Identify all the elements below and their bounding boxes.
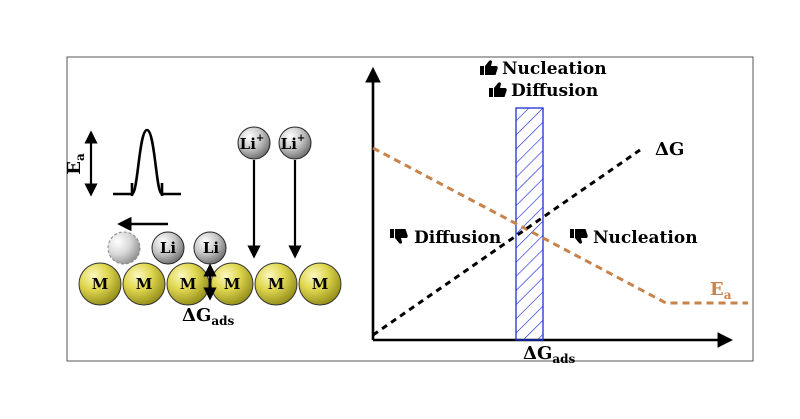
- li-ion-label: Li+: [281, 133, 306, 154]
- li-atom-label: Li: [160, 239, 177, 257]
- metal-atom: M: [122, 262, 166, 306]
- li-ion-label: Li+: [240, 133, 265, 154]
- thumbs-down-icon: [570, 229, 588, 244]
- top-label-1: Nucleation: [502, 59, 607, 79]
- optimal-region-band: [515, 107, 544, 341]
- li-adsorbed-2: Li: [193, 231, 227, 265]
- right-region-label: Nucleation: [570, 228, 698, 248]
- ea-curve: [372, 146, 748, 305]
- li-adsorbed-1: Li: [151, 231, 185, 265]
- thumbs-up-icon: [489, 82, 507, 97]
- li-ghost-atom: [107, 231, 141, 265]
- dg-ads-label: ΔGads: [182, 305, 235, 328]
- dg-curve-label: ΔG: [655, 139, 684, 160]
- li-ion-1: Li+: [237, 126, 271, 160]
- metal-atom-label: M: [180, 275, 197, 293]
- li-ion-2: Li+: [278, 126, 312, 160]
- metal-atom-label: M: [136, 275, 153, 293]
- metal-atom-label: M: [312, 275, 329, 293]
- metal-atom-sphere: [298, 262, 342, 306]
- figure-frame: [66, 56, 754, 362]
- x-axis-label: ΔGads: [523, 343, 576, 366]
- metal-atom-label: M: [268, 275, 285, 293]
- ea-label: Ea: [64, 153, 87, 175]
- li-ion-sphere: [278, 126, 312, 160]
- li-ion-sphere: [237, 126, 271, 160]
- li-atom-label: Li: [203, 239, 220, 257]
- metal-atom: M: [166, 262, 210, 306]
- metal-atom: M: [78, 262, 122, 306]
- metal-atom-sphere: [78, 262, 122, 306]
- left-panel: Ea Li+ Li+ Li Li M M M M M M: [64, 126, 342, 328]
- left-label-text: Diffusion: [414, 228, 501, 248]
- metal-atom: M: [210, 262, 254, 306]
- metal-atom-sphere: [254, 262, 298, 306]
- thumbs-up-icon: [480, 60, 498, 75]
- thumbs-down-icon: [390, 229, 408, 244]
- top-label-nucleation: Nucleation: [480, 59, 607, 79]
- top-label-2: Diffusion: [511, 81, 598, 101]
- ea-curve-label: Ea: [710, 279, 732, 302]
- top-label-diffusion: Diffusion: [489, 81, 598, 101]
- right-label-text: Nucleation: [593, 228, 698, 248]
- metal-atom: M: [254, 262, 298, 306]
- li-atom-sphere: [151, 231, 185, 265]
- left-region-label: Diffusion: [390, 228, 501, 248]
- metal-atom-sphere: [122, 262, 166, 306]
- metal-atom-label: M: [224, 275, 241, 293]
- right-panel: Nucleation Diffusion Diffusion Nucleatio…: [365, 59, 748, 366]
- metal-atom-label: M: [92, 275, 109, 293]
- energy-barrier-curve: [113, 128, 181, 196]
- metal-atom: M: [298, 262, 342, 306]
